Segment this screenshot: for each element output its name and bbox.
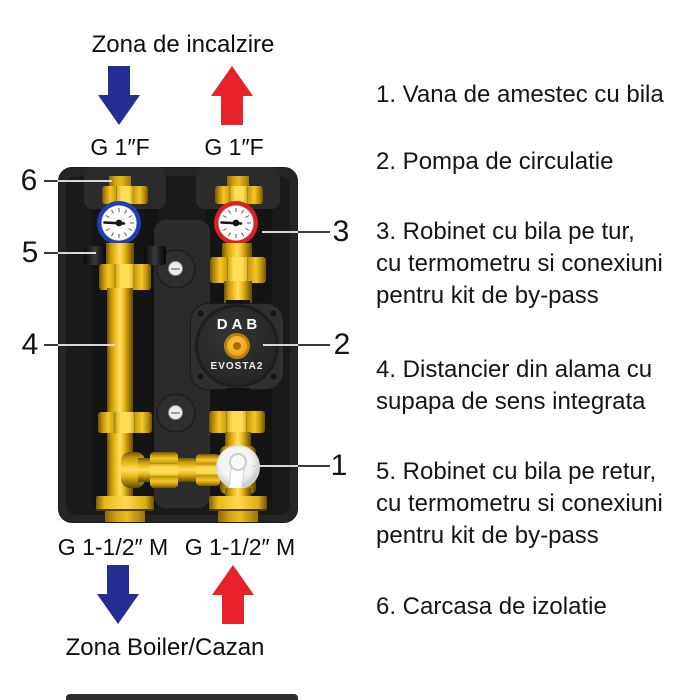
- left-bypass-cap-left: [84, 246, 106, 265]
- right-bottom-stub: [218, 511, 258, 522]
- callout-line-5: [44, 252, 96, 254]
- supply-flow-up-arrow-icon: [211, 66, 253, 125]
- legend-text: 3. Robinet cu bila pe tur,: [376, 218, 635, 245]
- right-pipe-bottom: [225, 488, 251, 498]
- pump-screw: [196, 372, 205, 381]
- callout-line-6: [44, 180, 112, 182]
- callout-number-5: 5: [21, 236, 39, 269]
- pump-screw: [196, 309, 205, 318]
- right-lower-union-nut: [209, 411, 265, 433]
- distancier-union: [150, 452, 178, 488]
- pump-model-label: EVOSTA2: [210, 361, 264, 372]
- port-label-bottom-right: G 1-1/2″ M: [184, 534, 296, 560]
- bottom-zone-label: Zona Boiler/Cazan: [65, 634, 265, 661]
- legend-text: 5. Robinet cu bila pe retur,: [376, 458, 657, 485]
- callout-line-4: [44, 344, 115, 346]
- legend-item-4: 4. Distancier din alama cu supapa de sen…: [376, 354, 652, 418]
- right-pipe-lower: [225, 432, 251, 448]
- legend-item-2: 2. Pompa de circulatie: [376, 146, 613, 178]
- pump-screw: [269, 372, 278, 381]
- return-flow-down-arrow-icon: [98, 66, 140, 125]
- callout-number-3: 3: [332, 215, 350, 248]
- legend-item-3: 3. Robinet cu bila pe tur, cu termometru…: [376, 216, 663, 312]
- thermometer-red-icon: [214, 201, 258, 245]
- callout-number-2: 2: [333, 328, 351, 361]
- left-top-stub: [109, 176, 131, 188]
- thermometer-blue-icon: [97, 201, 141, 245]
- right-union-nut-big: [210, 257, 266, 283]
- left-bypass-cap-right: [144, 246, 166, 265]
- legend-item-5: 5. Robinet cu bila pe retur, cu termomet…: [376, 456, 663, 552]
- return-flow-down-arrow-icon: [97, 565, 139, 624]
- cropped-next-figure-edge: [66, 694, 298, 700]
- legend-text: supapa de sens integrata: [376, 388, 646, 415]
- port-label-top-right: G 1″F: [204, 134, 264, 160]
- legend-item-6: 6. Carcasa de izolatie: [376, 591, 607, 623]
- legend-item-1: 1. Vana de amestec cu bila: [376, 79, 664, 111]
- callout-line-1: [252, 465, 330, 467]
- port-label-top-left: G 1″F: [90, 134, 150, 160]
- pump-screw: [269, 309, 278, 318]
- screw-plate-upper: [156, 249, 196, 289]
- screw-upper: [168, 261, 183, 276]
- right-bottom-flange: [209, 496, 267, 511]
- screw-lower: [168, 405, 183, 420]
- callout-number-4: 4: [21, 328, 39, 361]
- legend-text: pentru kit de by-pass: [376, 522, 599, 549]
- left-valve-body: [106, 243, 134, 267]
- legend-text: 1. Vana de amestec cu bila: [376, 81, 664, 108]
- right-top-union-nut: [215, 186, 263, 204]
- right-valve-body: [222, 243, 252, 259]
- legend-text: 6. Carcasa de izolatie: [376, 593, 607, 620]
- callout-number-6: 6: [20, 164, 38, 197]
- callout-line-3: [262, 231, 330, 233]
- left-union-nut-big: [99, 264, 151, 290]
- top-zone-label: Zona de incalzire: [91, 31, 275, 58]
- callout-number-1: 1: [330, 449, 348, 482]
- pump-brand-label: DAB: [216, 316, 262, 333]
- left-bottom-flange: [96, 496, 154, 511]
- supply-flow-up-arrow-icon: [212, 565, 254, 624]
- pump-outlet-connector: [226, 388, 250, 414]
- pump-knob-center: [233, 342, 241, 350]
- legend-text: 2. Pompa de circulatie: [376, 148, 614, 175]
- left-lower-union-nut: [98, 412, 152, 433]
- legend-text: pentru kit de by-pass: [376, 282, 599, 309]
- port-label-bottom-left: G 1-1/2″ M: [57, 534, 169, 560]
- legend-text: 4. Distancier din alama cu: [376, 356, 653, 383]
- left-bottom-stub: [105, 511, 145, 522]
- legend-text: cu termometru si conexiuni: [376, 250, 663, 277]
- legend-text: cu termometru si conexiuni: [376, 490, 663, 517]
- right-top-stub: [227, 176, 249, 188]
- mixing-valve-handle-pivot: [229, 453, 247, 471]
- callout-line-2: [263, 344, 330, 346]
- left-top-union-nut: [102, 186, 148, 204]
